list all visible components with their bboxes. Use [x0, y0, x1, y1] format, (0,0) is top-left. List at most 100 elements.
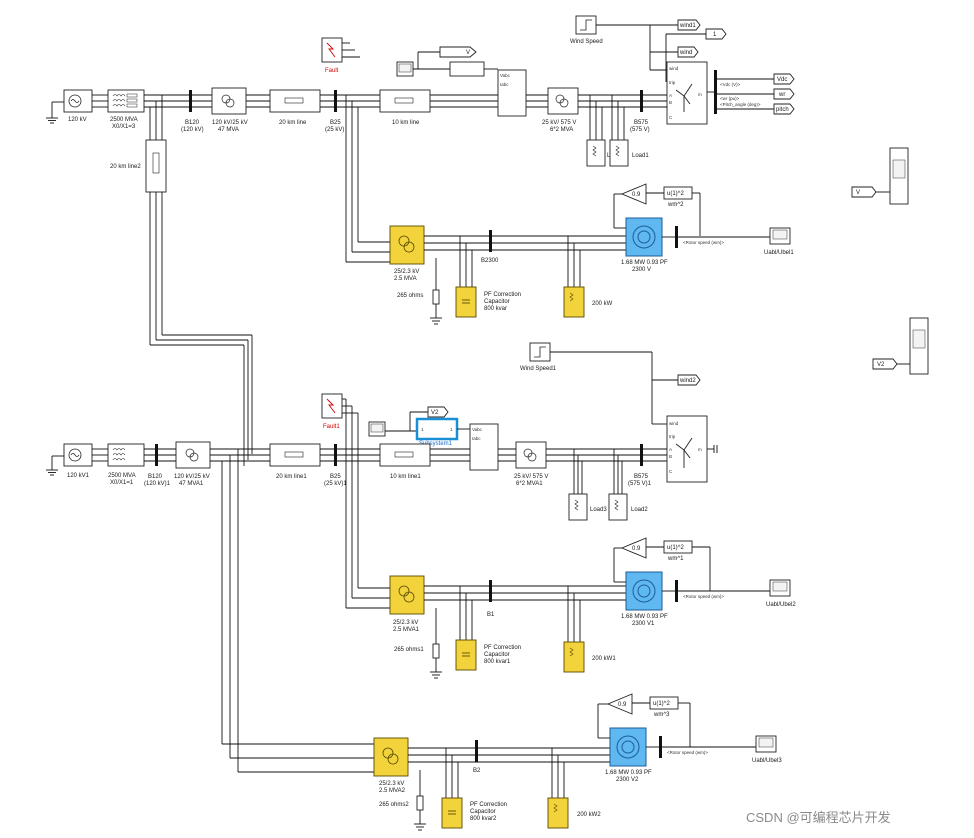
pf-capacitor-2[interactable] — [455, 639, 477, 671]
bus-b2300-label: B2300 — [481, 258, 499, 264]
pf-capacitor-3-l2: Capacitor — [470, 809, 496, 815]
wind-turbine-block[interactable]: wind trip A B C m — [666, 61, 708, 125]
scope-v2[interactable] — [909, 317, 929, 375]
gain-1[interactable]: 0.9 — [620, 183, 647, 205]
load1-block[interactable] — [609, 139, 629, 167]
wr-signal: <wr (pu)> — [720, 96, 740, 101]
bus-b120-1[interactable] — [155, 444, 158, 466]
fcn-1-name: wm^2 — [667, 202, 684, 208]
svg-text:1: 1 — [713, 32, 717, 38]
goto-vdc: Vdc — [773, 73, 795, 85]
grid-impedance-2[interactable] — [107, 443, 145, 467]
svg-text:1: 1 — [421, 427, 424, 432]
induction-machine-3[interactable] — [609, 727, 647, 767]
three-phase-source-2[interactable] — [63, 443, 93, 467]
load1-label: Load1 — [632, 153, 649, 159]
svg-text:0.9: 0.9 — [632, 192, 641, 198]
bus-b1[interactable] — [489, 580, 492, 602]
subsystem1-block[interactable]: 1 1 — [415, 417, 459, 441]
aux-load-2[interactable] — [563, 641, 585, 673]
load-block[interactable] — [586, 139, 606, 167]
load3-block[interactable] — [568, 493, 588, 521]
gain-2[interactable]: 0.9 — [620, 537, 647, 559]
induction-machine-2[interactable] — [625, 571, 663, 611]
constant-1[interactable]: 1 — [705, 28, 727, 40]
scope-v[interactable] — [889, 147, 909, 205]
fault-block[interactable] — [321, 37, 343, 63]
scope-ubel1[interactable] — [769, 227, 791, 245]
svg-text:V2: V2 — [431, 410, 439, 416]
goto-wind1: wind1 — [677, 19, 701, 31]
bus-b25-1-label: B25 — [330, 474, 341, 480]
transformer-575v[interactable] — [547, 87, 579, 115]
line-20km[interactable] — [269, 89, 321, 113]
wind-speed-step[interactable] — [575, 15, 597, 35]
fcn-2-name: wm^1 — [667, 556, 684, 562]
bus-b2-label: B2 — [473, 768, 481, 774]
wind-speed1-step[interactable] — [529, 342, 551, 362]
pf-capacitor-1[interactable] — [455, 286, 477, 318]
svg-text:A: A — [669, 447, 672, 452]
transformer-2.3kv-2[interactable] — [389, 575, 425, 615]
svg-text:wind: wind — [669, 421, 679, 426]
bus-b25-1[interactable] — [334, 444, 337, 466]
scope[interactable] — [396, 61, 414, 77]
line-20km-label: 20 km line — [279, 120, 307, 126]
transformer-575v-2-mva: 6*2 MVA1 — [516, 481, 543, 487]
aux-load-1[interactable] — [563, 286, 585, 318]
transformer-575v-2[interactable] — [515, 441, 547, 469]
line-20km-1[interactable] — [269, 443, 321, 467]
induction-machine-1[interactable] — [625, 217, 663, 257]
transformer-120kv-rating: 120 kV/25 kV — [212, 120, 248, 126]
bus-b575[interactable] — [640, 90, 643, 112]
pitch-signal: <Pitch_angle (deg)> — [720, 102, 761, 107]
line-10km[interactable] — [379, 89, 431, 113]
source-label: 120 kV — [68, 117, 87, 123]
svg-text:u(1)^2: u(1)^2 — [667, 545, 684, 551]
scope-ubel3[interactable] — [755, 735, 777, 753]
scope-2[interactable] — [368, 421, 386, 437]
line-20km-2[interactable] — [145, 139, 167, 193]
goto-wr: wr — [773, 88, 795, 100]
three-phase-source[interactable] — [63, 89, 93, 113]
fcn-1[interactable]: u(1)^2 — [663, 186, 693, 200]
line-10km-label: 10 km line — [392, 120, 420, 126]
load2-block[interactable] — [608, 493, 628, 521]
transformer-120kv-2[interactable] — [175, 441, 211, 469]
bus-b2[interactable] — [475, 740, 478, 762]
vi-measurement[interactable]: Vabc Iabc — [497, 69, 527, 117]
bus-b575-1[interactable] — [640, 444, 643, 466]
bus-b2300[interactable] — [489, 230, 492, 252]
vi-measurement-2[interactable]: Vabc Iabc — [469, 423, 499, 471]
scope-ubel2-label: Uabl/Ubel2 — [766, 602, 796, 608]
vdc-signal: <Vdc (V)> — [720, 82, 741, 87]
svg-text:pitch: pitch — [776, 107, 789, 113]
svg-text:V: V — [856, 190, 860, 196]
ground-symbol-2 — [46, 455, 64, 476]
transformer-2.3kv-1[interactable] — [389, 225, 425, 265]
line-10km-1[interactable] — [379, 443, 431, 467]
aux-load-3[interactable] — [547, 797, 569, 829]
measurement-block[interactable] — [449, 61, 485, 77]
fcn-2[interactable]: u(1)^2 — [663, 540, 693, 554]
transformer-120kv[interactable] — [211, 87, 247, 115]
bus-b575-1-label: B575 — [634, 474, 649, 480]
aux-load-3-label: 200 kW2 — [577, 812, 601, 818]
bus-b25[interactable] — [334, 90, 337, 112]
svg-text:C: C — [669, 115, 673, 120]
pf-capacitor-3[interactable] — [441, 797, 463, 829]
from-v2-tag: V2 — [872, 358, 898, 370]
transformer-2.3kv-3[interactable] — [373, 737, 409, 777]
machine-3-voltage: 2300 V2 — [616, 777, 639, 783]
fault1-label: Fault1 — [323, 424, 340, 430]
bus-b120[interactable] — [189, 90, 192, 112]
fault1-block[interactable] — [321, 393, 343, 419]
bus-b120-label: B120 — [185, 120, 200, 126]
line-10km-1-label: 10 km line1 — [390, 474, 421, 480]
fcn-3[interactable]: u(1)^2 — [649, 696, 679, 710]
grid-impedance[interactable] — [107, 89, 145, 113]
gain-3[interactable]: 0.9 — [606, 693, 633, 715]
wind-turbine-block-2[interactable]: wind trip A B C m — [666, 415, 708, 483]
fault-label: Fault — [325, 68, 339, 74]
scope-ubel2[interactable] — [769, 579, 791, 597]
